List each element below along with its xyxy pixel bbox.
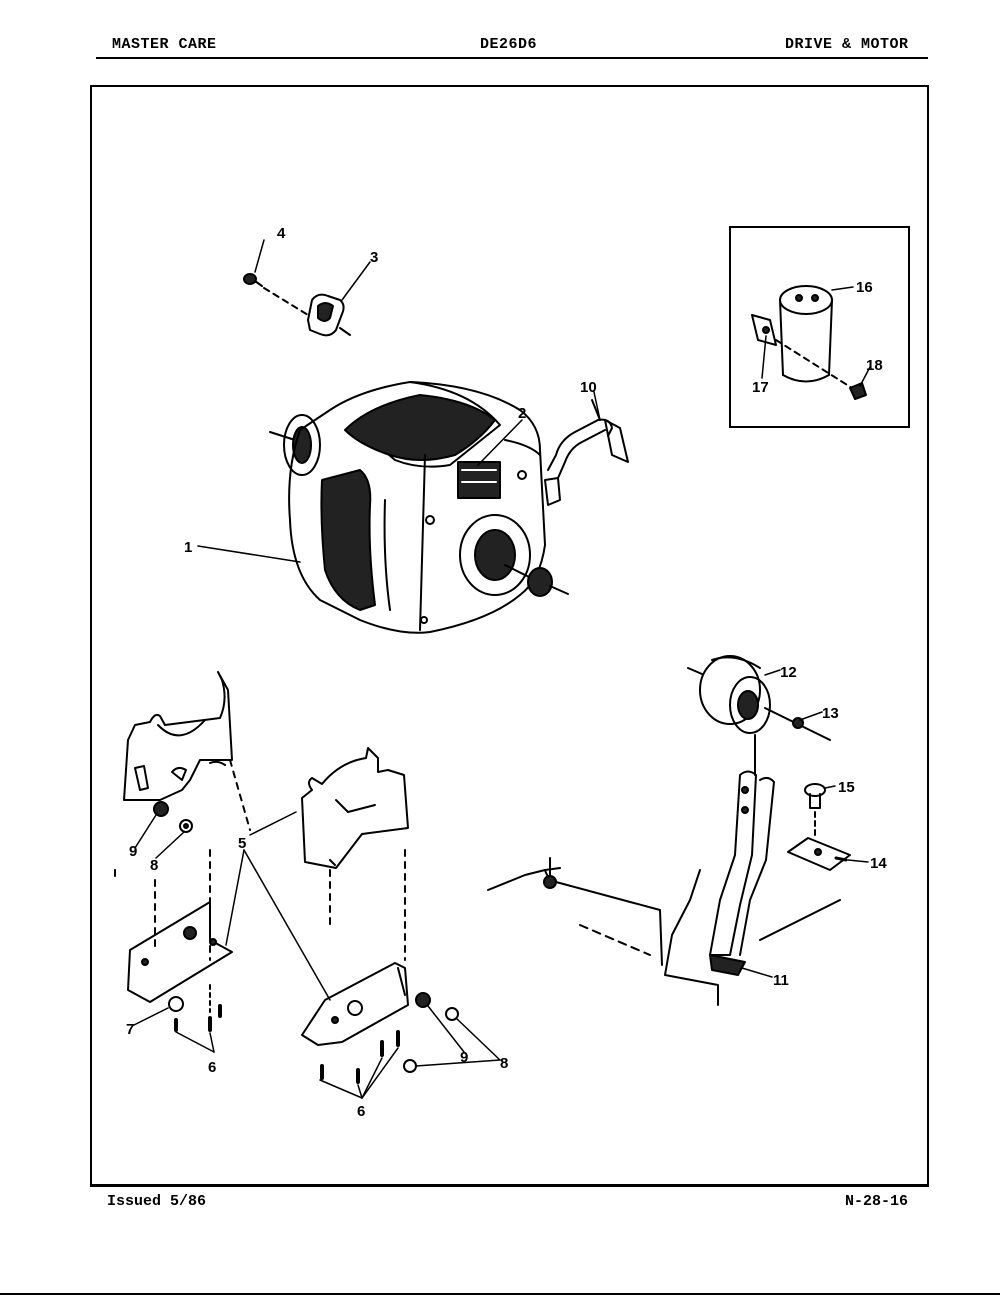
- footer-page-code: N-28-16: [845, 1193, 909, 1210]
- callout-3: 3: [370, 249, 378, 266]
- part-14-bracket: [787, 837, 851, 871]
- callout-5: 5: [238, 835, 246, 852]
- callout-8-right: 8: [500, 1055, 508, 1072]
- part-8-washer-right: [403, 1007, 459, 1073]
- part-8-washer-left: [179, 819, 193, 833]
- diagram-frame: [90, 85, 929, 1187]
- part-9-nut-right: [415, 992, 431, 1008]
- part-17-capacitor-bracket: [751, 314, 853, 389]
- part-5-mount-bracket-left: [114, 671, 251, 961]
- header-model-number: DE26D6: [480, 36, 538, 53]
- part-18-screw: [849, 382, 867, 400]
- callout-18: 18: [866, 357, 883, 374]
- capacitor-inset-frame: [729, 226, 910, 428]
- part-16-capacitor: [779, 285, 833, 383]
- part-9-nut-left: [153, 801, 169, 817]
- callout-6-left: 6: [208, 1059, 216, 1076]
- part-11-idler-arm: [487, 734, 841, 1006]
- header-brand: MASTER CARE: [112, 36, 217, 53]
- part-15-screw: [804, 783, 826, 839]
- callout-2: 2: [518, 405, 526, 422]
- callout-6-right: 6: [357, 1103, 365, 1120]
- part-6-screws-left: [174, 984, 222, 1032]
- callout-7: 7: [126, 1021, 134, 1038]
- header-rule: [96, 57, 928, 59]
- callout-9-right: 9: [460, 1049, 468, 1066]
- callout-15: 15: [838, 779, 855, 796]
- callout-4: 4: [277, 225, 286, 242]
- callout-11: 11: [773, 972, 789, 989]
- part-3-clip: [307, 293, 351, 337]
- part-5-mount-bracket-right: [301, 747, 409, 961]
- part-12-idler-pulley: [687, 655, 771, 734]
- bottom-rule: [0, 1293, 1000, 1295]
- part-5-base-plate-right: [301, 962, 409, 1046]
- part-10-switch-bracket: [544, 399, 629, 506]
- callout-12: 12: [780, 664, 797, 681]
- callout-14: 14: [870, 855, 887, 872]
- callout-9-left: 9: [129, 843, 137, 860]
- header-section-title: DRIVE & MOTOR: [785, 36, 909, 53]
- callout-1: 1: [184, 539, 192, 556]
- part-7-washer: [168, 996, 184, 1012]
- footer-issue-date: Issued 5/86: [107, 1193, 207, 1210]
- callout-13: 13: [822, 705, 839, 722]
- part-4-screw: [243, 273, 309, 316]
- callout-17: 17: [752, 379, 769, 396]
- callout-8-left: 8: [150, 857, 158, 874]
- callout-16: 16: [856, 279, 873, 296]
- callout-leader-lines: [133, 239, 871, 1099]
- callout-10: 10: [580, 379, 597, 396]
- part-1-motor: [269, 381, 569, 634]
- part-5-base-plate-left: [127, 901, 233, 1003]
- part-6-screws-right: [320, 1030, 400, 1084]
